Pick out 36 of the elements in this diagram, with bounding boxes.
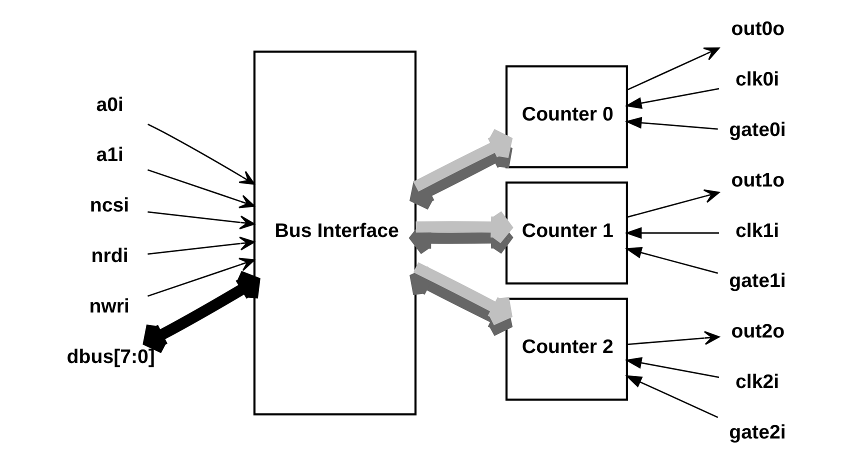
node-box: Bus Interface bbox=[252, 50, 416, 416]
node-text: clk2i bbox=[734, 371, 779, 394]
node-text: ncsi bbox=[89, 194, 129, 217]
node-text: out1o bbox=[730, 169, 784, 192]
arrow bbox=[626, 47, 720, 91]
arrow bbox=[147, 211, 254, 230]
arrow bbox=[624, 246, 718, 274]
node-text: out0o bbox=[730, 18, 784, 40]
arrow bbox=[147, 124, 255, 185]
node-text: a1i bbox=[96, 144, 123, 166]
node-box: Counter 1 bbox=[504, 182, 628, 284]
arrow bbox=[626, 331, 720, 346]
arrow bbox=[624, 357, 719, 378]
arrow bbox=[624, 227, 718, 239]
arrow bbox=[624, 88, 719, 109]
node-text: dbus[7:0] bbox=[66, 346, 154, 368]
node-text: gate2i bbox=[728, 421, 786, 444]
node-box: Counter 0 bbox=[504, 65, 628, 168]
arrow bbox=[624, 116, 718, 130]
arrow bbox=[146, 258, 254, 297]
node-text: clk0i bbox=[734, 68, 779, 91]
arrow bbox=[624, 375, 718, 418]
arrow bbox=[412, 262, 512, 326]
node-text: nrdi bbox=[90, 244, 128, 267]
arrow bbox=[147, 236, 254, 255]
node-text: out2o bbox=[730, 320, 784, 343]
arrow bbox=[146, 169, 254, 208]
node-box: Counter 2 bbox=[504, 298, 628, 401]
node-text: clk1i bbox=[734, 220, 779, 242]
node-text: a0i bbox=[96, 94, 123, 116]
arrow bbox=[415, 208, 512, 246]
arrow bbox=[626, 189, 720, 218]
node-text: gate1i bbox=[728, 270, 786, 292]
arrow bbox=[142, 270, 260, 354]
node-text: gate0i bbox=[728, 118, 786, 141]
node-text: nwri bbox=[88, 295, 129, 318]
